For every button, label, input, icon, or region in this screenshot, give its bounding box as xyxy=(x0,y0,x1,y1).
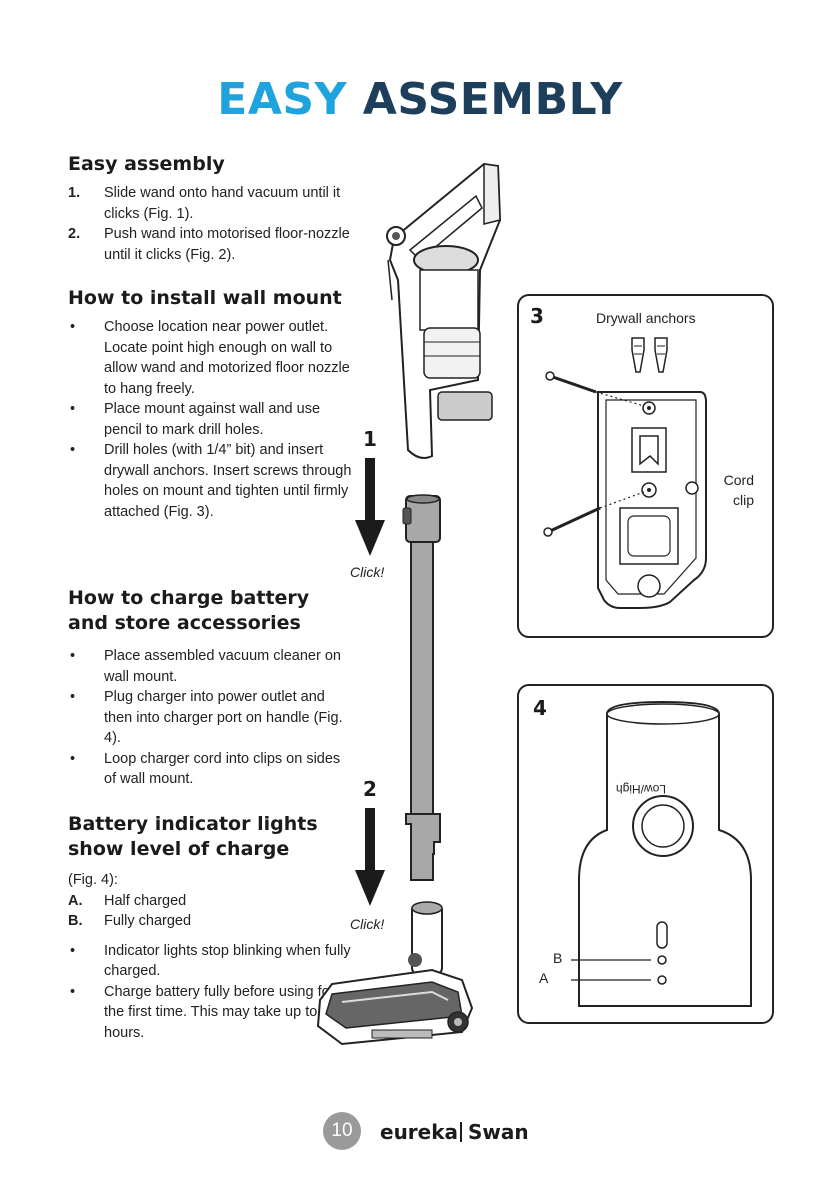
section-wall-mount: How to install wall mount • Choose locati… xyxy=(68,286,358,522)
bullet-text: Drill holes (with 1/4” bit) and insert d… xyxy=(104,442,352,520)
battery-notes: • Indicator lights stop blinking when ful… xyxy=(68,941,353,1044)
section-heading: How to charge battery and store accessor… xyxy=(68,587,310,634)
title-easy: EASY xyxy=(217,74,347,125)
level-text: Fully charged xyxy=(104,912,192,929)
floor-nozzle-illustration xyxy=(316,901,474,1046)
battery-intro: (Fig. 4): xyxy=(68,872,118,888)
bullet-icon: • xyxy=(70,401,76,417)
bullet-text: Choose location near power outlet. Locat… xyxy=(104,319,350,397)
bullet-text: Indicator lights stop blinking when full… xyxy=(104,942,351,980)
level-row: B. Fully charged xyxy=(68,911,353,931)
list-item: • Indicator lights stop blinking when ful… xyxy=(68,941,353,982)
section-battery-indicator: Battery indicator lights show level of c… xyxy=(68,812,353,1043)
bullet-text: Place mount against wall and use pencil … xyxy=(104,401,321,438)
wand-illustration xyxy=(402,494,441,881)
wall-mount-steps: • Choose location near power outlet. Loca… xyxy=(68,317,358,522)
low-high-label: Low/High xyxy=(616,782,667,796)
arrow-down-icon xyxy=(355,458,385,556)
brand-eureka-logo: eureka xyxy=(380,1120,459,1144)
click-label-1: Click! xyxy=(350,564,385,580)
list-item: • Choose location near power outlet. Loca… xyxy=(68,317,358,399)
charger-diagram xyxy=(571,700,752,1007)
page-number: 10 xyxy=(323,1112,361,1150)
bullet-icon: • xyxy=(70,648,76,664)
list-item: 1. Slide wand onto hand vacuum until it c… xyxy=(68,183,358,224)
step-number-2: 2 xyxy=(363,777,377,801)
indicator-a-label: A xyxy=(539,970,549,986)
step-text: Push wand into motorised floor-nozzle un… xyxy=(104,226,350,263)
section-heading: How to install wall mount xyxy=(68,287,342,309)
bullet-icon: • xyxy=(70,942,76,959)
assembly-steps: 1. Slide wand onto hand vacuum until it c… xyxy=(68,183,358,265)
click-label-2: Click! xyxy=(350,916,385,932)
section-heading: Easy assembly xyxy=(68,153,225,175)
bullet-icon: • xyxy=(70,442,76,458)
bullet-text: Loop charger cord into clips on sides of… xyxy=(104,750,341,788)
section-heading: Battery indicator lights show level of c… xyxy=(68,813,318,860)
page-title: EASY ASSEMBLY xyxy=(0,74,840,125)
drywall-anchors-label: Drywall anchors xyxy=(596,310,696,326)
list-item: • Loop charger cord into clips on sides o… xyxy=(68,749,353,790)
list-item: • Charge battery fully before using for t… xyxy=(68,982,353,1044)
list-item: • Drill holes (with 1/4” bit) and insert … xyxy=(68,440,358,522)
brand-swan-logo: Swan xyxy=(468,1120,529,1144)
wall-mount-diagram xyxy=(543,337,707,609)
figure-4-number: 4 xyxy=(533,696,547,720)
hand-vacuum-illustration xyxy=(386,162,502,459)
list-item: • Place mount against wall and use pencil… xyxy=(68,399,358,440)
list-item: • Plug charger into power outlet and then… xyxy=(68,687,353,749)
bullet-text: Place assembled vacuum cleaner on wall m… xyxy=(104,648,341,685)
indicator-b-label: B xyxy=(553,950,563,966)
step-text: Slide wand onto hand vacuum until it cli… xyxy=(104,185,341,222)
step-marker: 2. xyxy=(68,226,81,242)
level-marker: A. xyxy=(68,892,83,909)
bullet-icon: • xyxy=(70,319,76,335)
bullet-text: Charge battery fully before using for th… xyxy=(104,983,340,1041)
charge-steps: • Place assembled vacuum cleaner on wall … xyxy=(68,646,353,790)
section-charge-battery: How to charge battery and store accessor… xyxy=(68,586,353,790)
list-item: 2. Push wand into motorised floor-nozzle … xyxy=(68,224,358,265)
cord-clip-label: Cord clip xyxy=(723,472,754,508)
brand-divider xyxy=(460,1122,462,1142)
list-item: • Place assembled vacuum cleaner on wall … xyxy=(68,646,353,687)
level-text: Half charged xyxy=(104,892,187,909)
arrow-down-icon xyxy=(355,808,385,906)
bullet-icon: • xyxy=(70,689,76,705)
bullet-icon: • xyxy=(70,750,76,767)
title-assembly: ASSEMBLY xyxy=(362,74,623,125)
figure-3-number: 3 xyxy=(530,304,544,328)
bullet-icon: • xyxy=(70,983,76,1000)
level-marker: B. xyxy=(68,912,83,929)
bullet-text: Plug charger into power outlet and then … xyxy=(104,689,343,746)
step-number-1: 1 xyxy=(363,427,377,451)
level-row: A. Half charged xyxy=(68,891,353,911)
step-marker: 1. xyxy=(68,185,81,201)
footer: 10 eureka Swan xyxy=(0,1112,840,1152)
section-easy-assembly: Easy assembly 1. Slide wand onto hand vac… xyxy=(68,152,358,265)
